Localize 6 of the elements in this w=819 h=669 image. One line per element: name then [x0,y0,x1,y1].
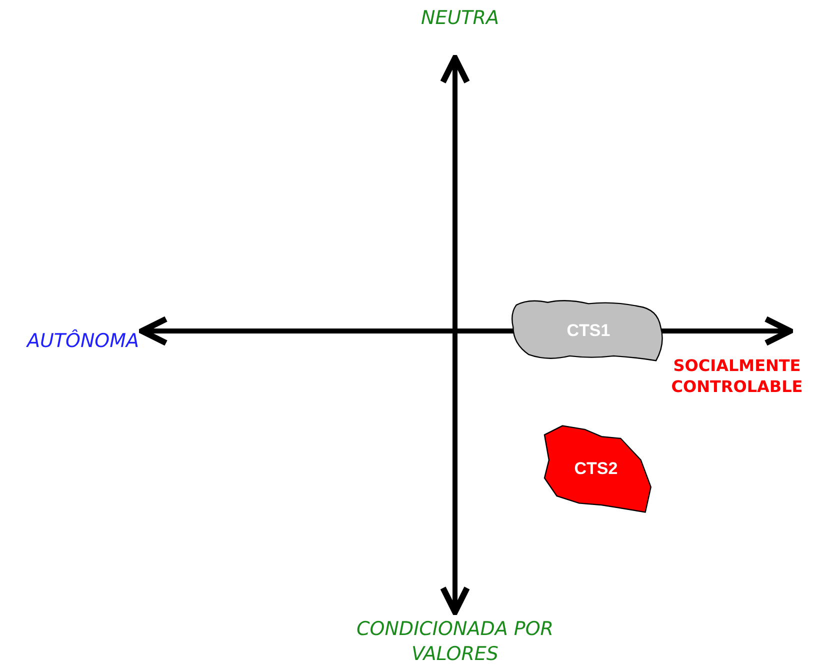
axis-label: CONDICIONADA POR VALORES [356,617,554,666]
axis-label: AUTÔNOMA [25,329,140,354]
axis-label: SOCIALMENTE CONTROLABLE [670,356,804,398]
blob-label: CTS2 [574,459,618,479]
blob-label: CTS1 [566,320,610,340]
axis-label: NEUTRA [420,6,500,31]
